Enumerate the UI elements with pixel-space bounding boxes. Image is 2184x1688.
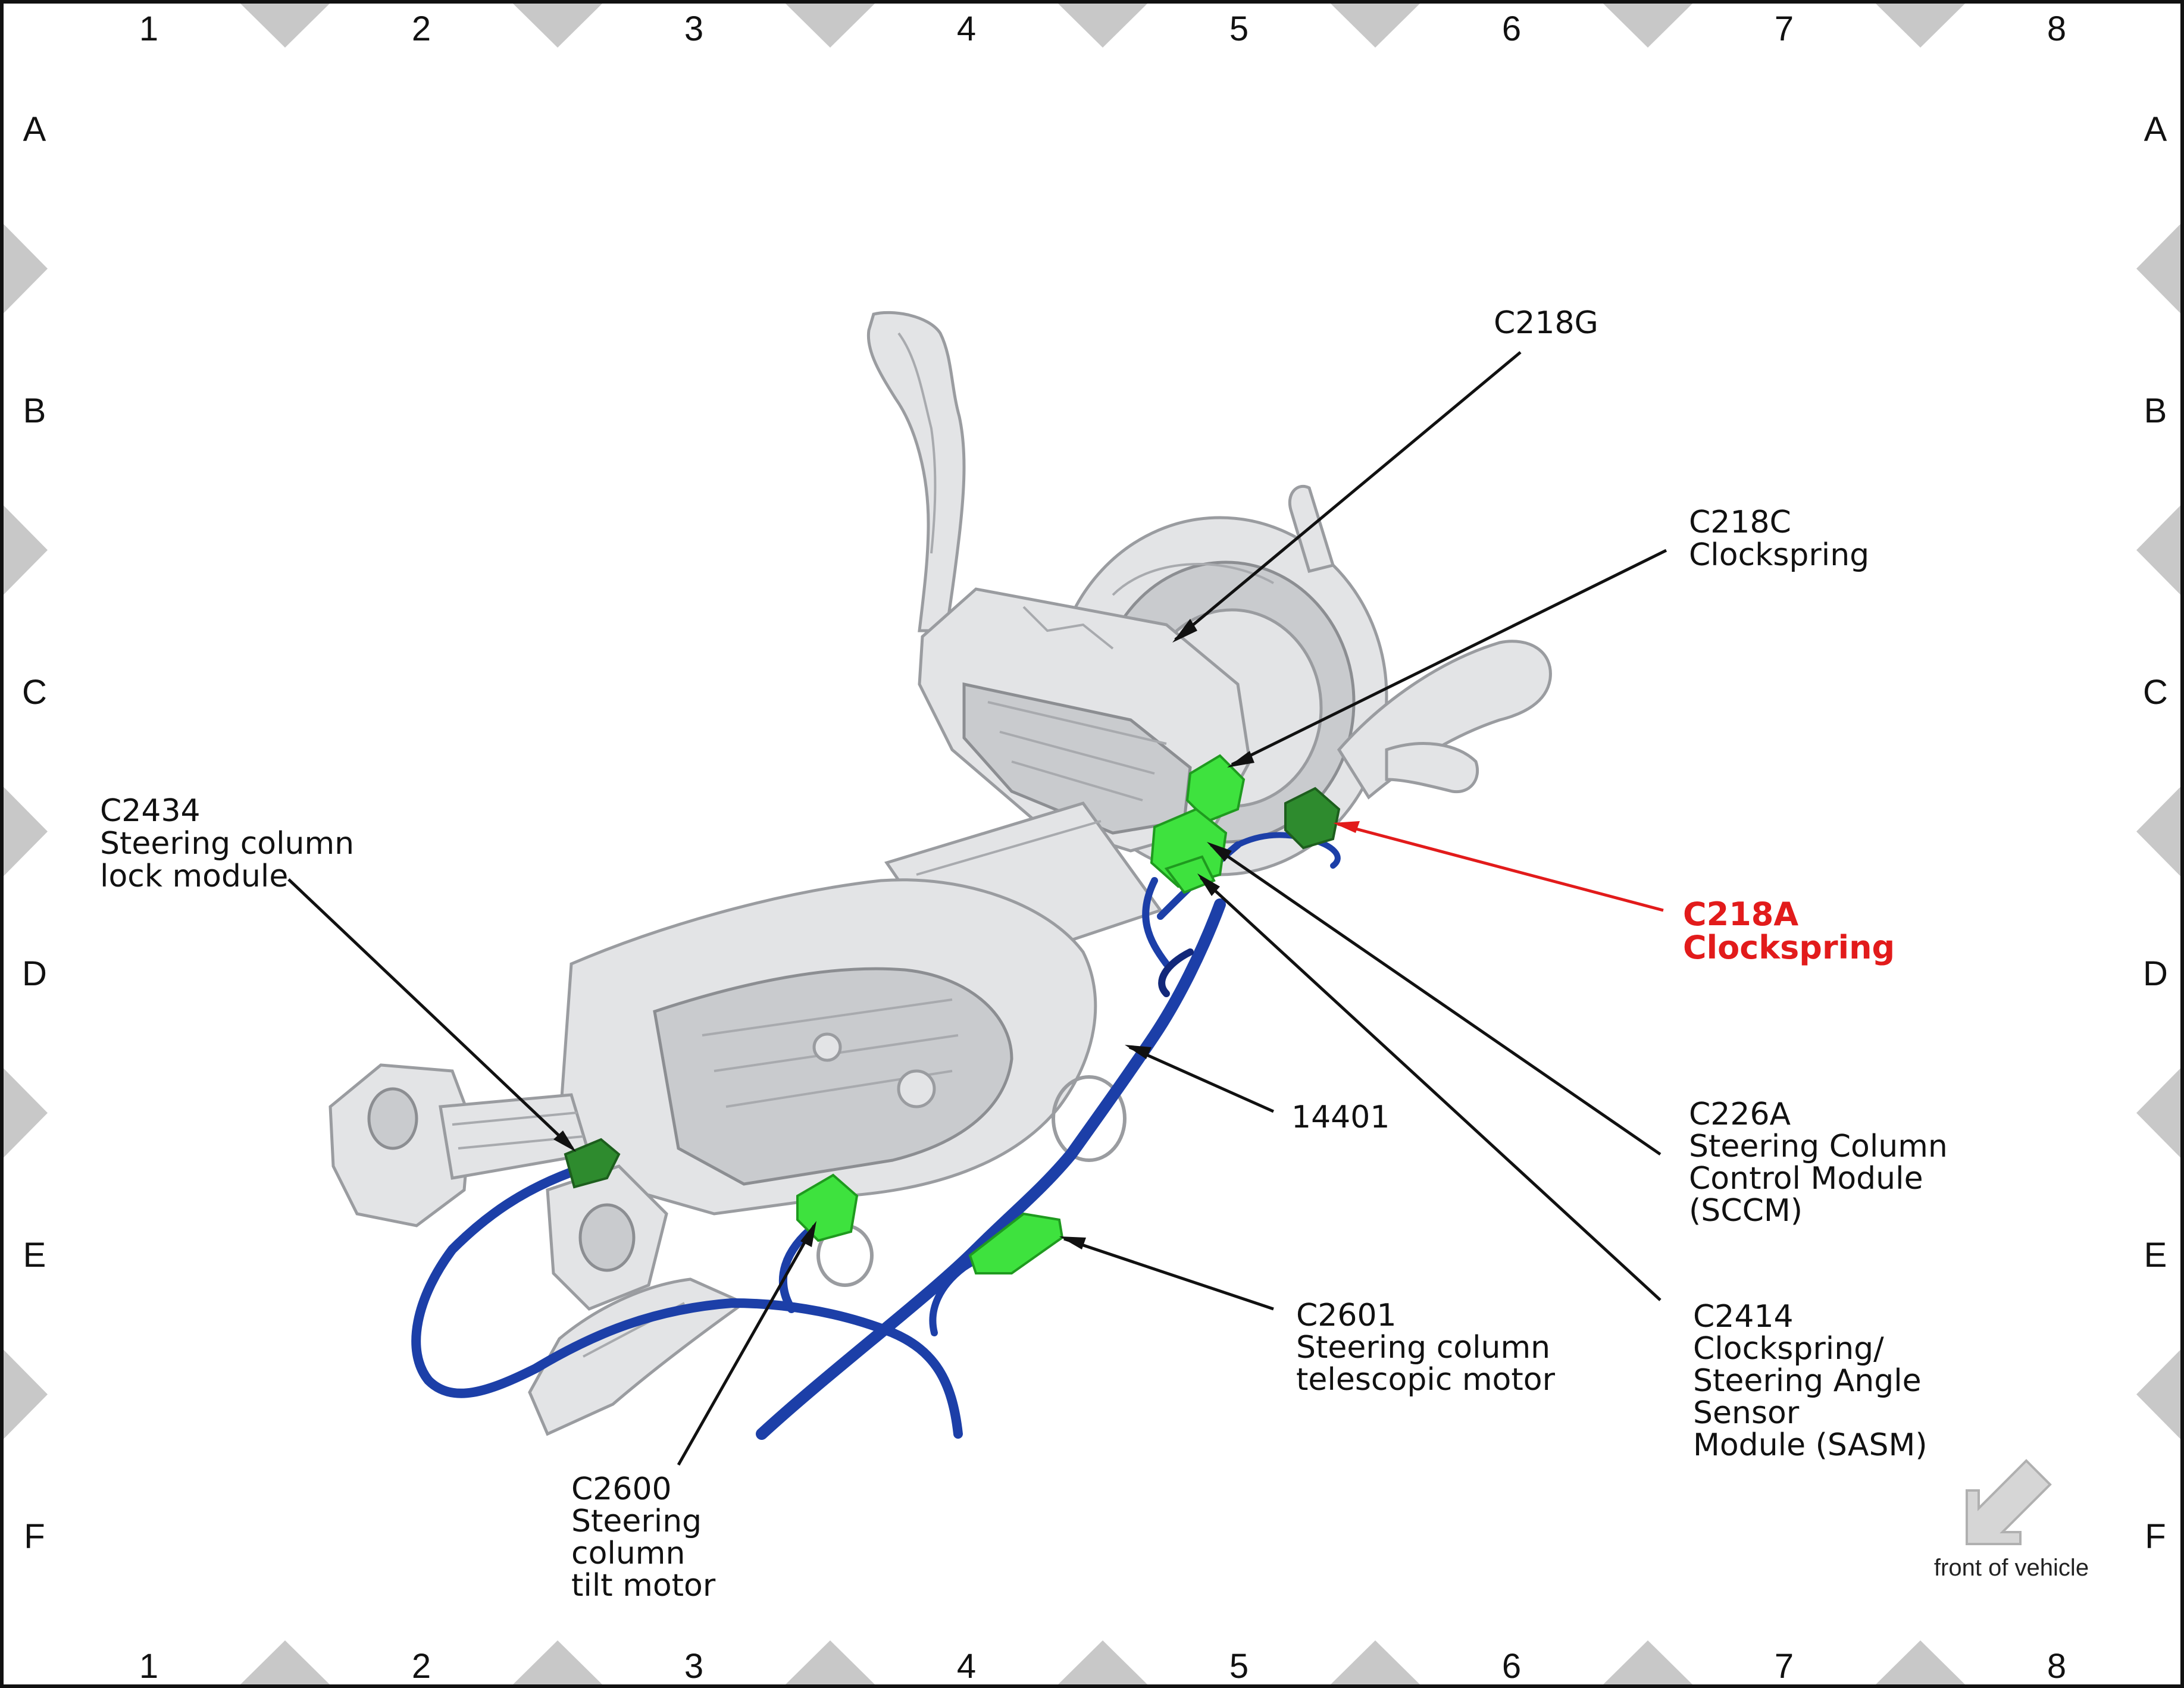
grid-row-label: F (24, 1517, 45, 1556)
callout-14401: 14401 (1291, 1100, 1390, 1135)
front-of-vehicle-label: front of vehicle (1934, 1555, 2089, 1581)
callout-c2600-line: tilt motor (571, 1568, 716, 1604)
callout-14401-line: 14401 (1291, 1100, 1390, 1135)
arrow-down-left-icon (1966, 1459, 2052, 1545)
grid-marker-top (513, 4, 602, 48)
callout-c218a-line: Clockspring (1683, 929, 1895, 966)
callout-c2600: C2600 Steering column tilt motor (571, 1471, 716, 1604)
grid-row-label: A (2144, 110, 2167, 149)
callout-c2600-line: C2600 (571, 1471, 672, 1507)
grid-column-label: 6 (1502, 10, 1521, 48)
grid-column-label: 8 (2047, 10, 2066, 48)
callout-c226a-line: (SCCM) (1689, 1193, 1803, 1229)
grid-column-label: 4 (957, 1647, 976, 1686)
callout-c218a-line: C218A (1683, 895, 1798, 933)
grid-marker-left (4, 1349, 48, 1439)
grid-row-label: B (23, 392, 46, 430)
grid-row-label: A (23, 110, 46, 149)
grid-row-label: C (22, 673, 47, 712)
callout-c2414: C2414 Clockspring/ Steering Angle Sensor… (1693, 1299, 1931, 1463)
callout-c2414-line: Module (SASM) (1693, 1427, 1928, 1463)
grid-marker-top (1331, 4, 1420, 48)
callout-c2601-line: telescopic motor (1296, 1362, 1556, 1398)
grid-marker-left (4, 224, 48, 314)
grid-marker-right (2136, 505, 2180, 595)
grid-row-label: E (23, 1236, 46, 1274)
grid-marker-top (786, 4, 875, 48)
leader-lines (287, 351, 1667, 1466)
grid-column-label: 7 (1775, 1647, 1794, 1686)
grid-column-label: 6 (1502, 1647, 1521, 1686)
callout-c218c-line: Clockspring (1689, 537, 1869, 573)
callout-c2414-line: Sensor (1693, 1395, 1800, 1431)
grid-row-label: D (22, 954, 47, 993)
callout-c226a: C226A Steering Column Control Module (SC… (1689, 1097, 1957, 1229)
connector-c218a (1284, 787, 1341, 850)
callout-c218a: C218A Clockspring (1683, 895, 1895, 966)
callout-c2601-line: Steering column (1296, 1330, 1550, 1366)
grid-marker-bottom (1603, 1640, 1692, 1684)
grid-marker-bottom (1058, 1640, 1147, 1684)
callout-c2414-line: Steering Angle (1693, 1363, 1922, 1399)
callout-c218g-line: C218G (1494, 305, 1598, 341)
grid-marker-left (4, 1068, 48, 1158)
callout-c2434-line: Steering column (100, 826, 354, 862)
connector-c2414 (1164, 855, 1216, 894)
callout-c226a-line: C226A (1689, 1097, 1791, 1132)
callout-c2434: C2434 Steering column lock module (100, 793, 364, 894)
grid-marker-right (2136, 1349, 2180, 1439)
grid-row-label: F (2145, 1517, 2166, 1556)
grid-column-label: 5 (1229, 10, 1249, 48)
grid-marker-top (1876, 4, 1965, 48)
callout-c218c-line: C218C (1689, 505, 1791, 540)
grid-column-label: 3 (684, 10, 703, 48)
grid-column-label: 1 (139, 10, 158, 48)
grid-column-label: 5 (1229, 1647, 1249, 1686)
grid-row-label: C (2143, 673, 2168, 712)
connector-c218c (1185, 754, 1246, 823)
grid-column-label: 2 (412, 1647, 431, 1686)
grid-marker-left (4, 505, 48, 595)
grid-marker-bottom (786, 1640, 875, 1684)
callout-c2434-line: C2434 (100, 793, 201, 829)
grid-marker-bottom (513, 1640, 602, 1684)
callout-c2414-line: Clockspring/ (1693, 1331, 1884, 1367)
grid-row-label: E (2144, 1236, 2167, 1274)
grid-marker-top (240, 4, 330, 48)
callout-c2601: C2601 Steering column telescopic motor (1296, 1298, 1560, 1398)
callout-c2414-line: C2414 (1693, 1299, 1794, 1335)
grid-row-label: B (2144, 392, 2167, 430)
grid-border-markers (4, 4, 2180, 1684)
callout-c2600-line: Steering (571, 1504, 702, 1539)
grid-column-label: 8 (2047, 1647, 2066, 1686)
grid-marker-right (2136, 224, 2180, 314)
callout-c218c: C218C Clockspring (1689, 505, 1869, 573)
connector-c2600 (796, 1173, 859, 1242)
grid-marker-bottom (1876, 1640, 1965, 1684)
callout-c226a-line: Steering Column (1689, 1129, 1948, 1164)
grid-marker-right (2136, 787, 2180, 876)
grid-marker-top (1058, 4, 1147, 48)
callout-c2600-line: column (571, 1536, 685, 1571)
front-of-vehicle-indicator: front of vehicle (1934, 1459, 2089, 1581)
callout-c218g: C218G (1494, 305, 1598, 341)
grid-marker-top (1603, 4, 1692, 48)
grid-column-label: 2 (412, 10, 431, 48)
grid-marker-bottom (1331, 1640, 1420, 1684)
callout-c226a-line: Control Module (1689, 1161, 1923, 1197)
steering-column-illustration (328, 311, 1552, 1436)
grid-column-label: 3 (684, 1647, 703, 1686)
grid-marker-left (4, 787, 48, 876)
grid-column-label: 4 (957, 10, 976, 48)
connector-c2434 (564, 1138, 621, 1189)
callout-c2434-line: lock module (100, 859, 288, 894)
grid-column-label: 7 (1775, 10, 1794, 48)
grid-marker-bottom (240, 1640, 330, 1684)
grid-row-label: D (2143, 954, 2168, 993)
grid-column-label: 1 (139, 1647, 158, 1686)
callout-c2601-line: C2601 (1296, 1298, 1397, 1333)
grid-marker-right (2136, 1068, 2180, 1158)
